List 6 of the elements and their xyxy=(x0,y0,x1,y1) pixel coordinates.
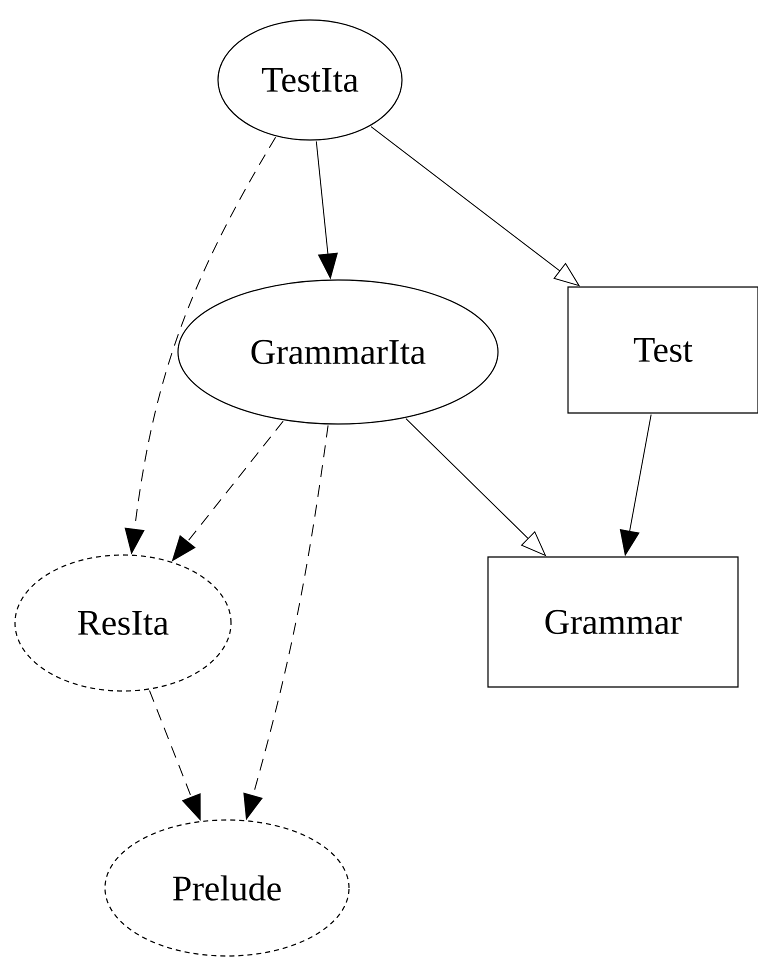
ellipse-node: GrammarIta xyxy=(177,279,499,425)
box-node: Test xyxy=(567,286,758,414)
ellipse-node: ResIta xyxy=(14,554,232,692)
box-node: Grammar xyxy=(487,556,739,688)
ellipse-node: TestIta xyxy=(217,19,403,141)
ellipse-node: Prelude xyxy=(104,819,350,957)
